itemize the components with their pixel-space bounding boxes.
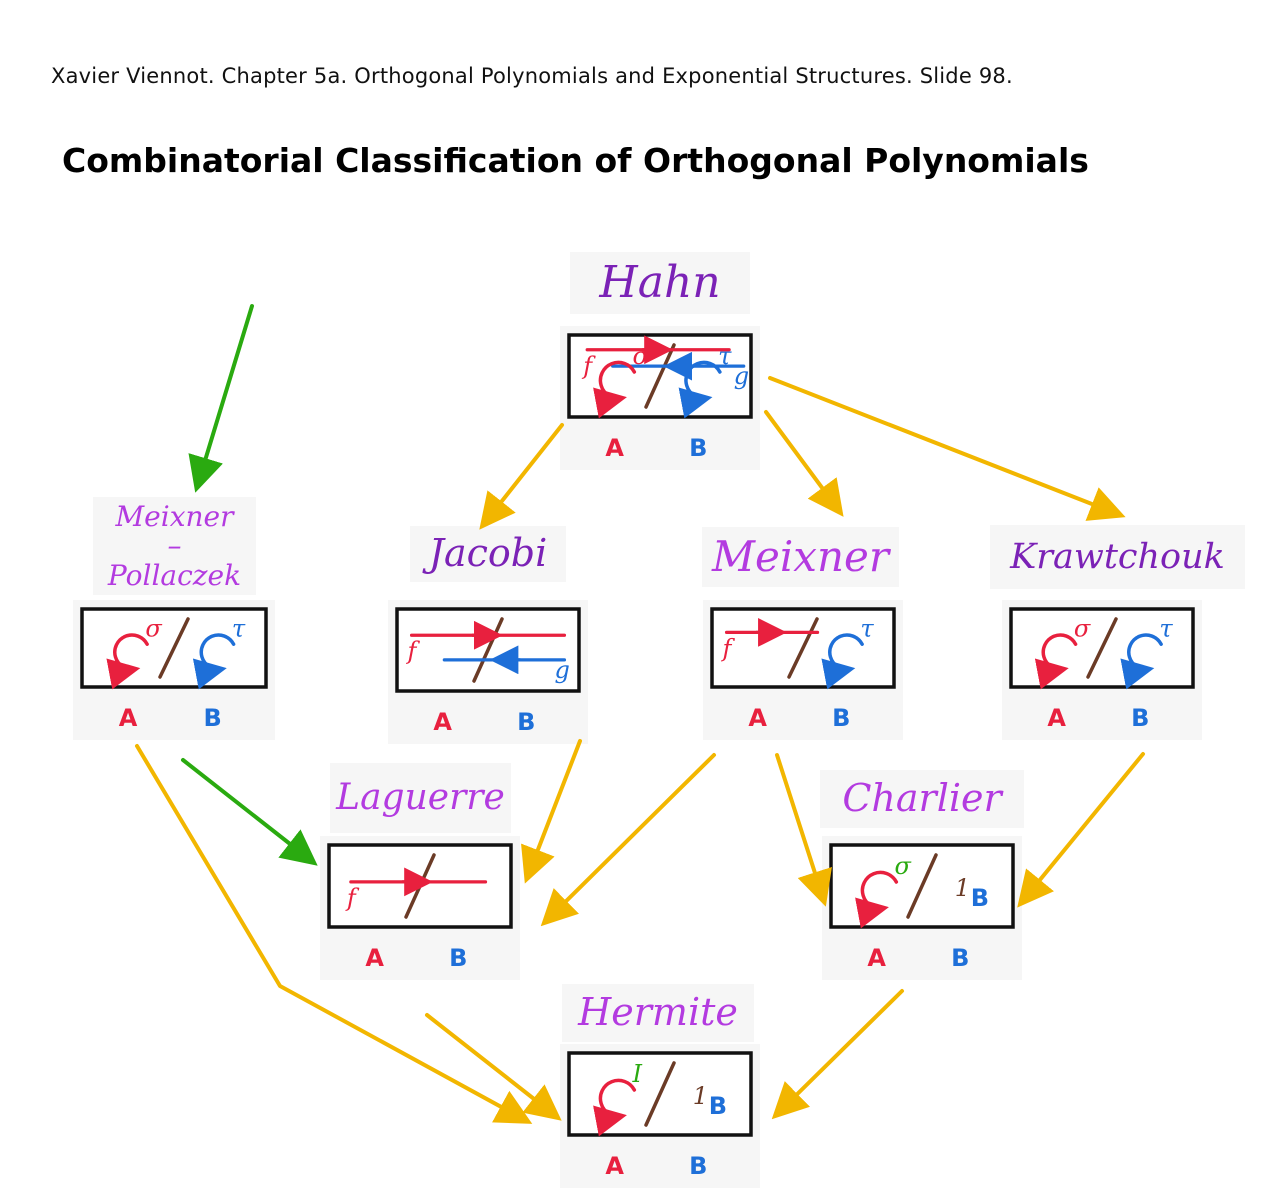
arrow-hahn-to-krawtchouk: [768, 376, 1126, 521]
arrow-jacobi-to-laguerre: [521, 739, 582, 884]
box-meixner-label-b: B: [832, 704, 850, 732]
box-meixner-pollaczek-label-a: A: [119, 704, 138, 732]
box-hahn-loop-left: [593, 360, 637, 419]
arrow-to-meixner-pollaczek: [188, 304, 254, 493]
box-meixner-separator: [787, 617, 819, 679]
family-meixner-pollaczek: Meixner – Pollaczek: [93, 497, 256, 595]
family-meixner-pollaczek-dash: –: [167, 529, 182, 563]
box-hermite-label-a: A: [605, 1152, 624, 1180]
box-krawtchouk-label-b: B: [1131, 704, 1149, 732]
box-laguerre-label-b: B: [449, 944, 467, 972]
box-hahn-label-a: A: [605, 434, 624, 462]
box-krawtchouk-separator: [1086, 617, 1118, 679]
box-hermite-one: 1: [693, 1082, 708, 1110]
family-hahn: Hahn: [570, 252, 750, 314]
family-meixner: Meixner: [702, 527, 899, 587]
box-hahn-loop-label-left: σ: [633, 342, 650, 370]
family-laguerre: Laguerre: [330, 763, 511, 833]
box-hermite-loop-label-left: I: [632, 1060, 643, 1088]
box-hermite-label-b: B: [689, 1152, 707, 1180]
box-jacobi-symbol-g: g: [554, 656, 569, 684]
arrow-krawtchouk-to-charlier: [1017, 752, 1145, 908]
box-krawtchouk-loop-label-left: σ: [1074, 614, 1091, 642]
box-laguerre-label-a: A: [365, 944, 384, 972]
box-charlier-loop-label-left: σ: [895, 852, 912, 880]
arrow-hahn-to-meixner: [764, 410, 844, 517]
box-hahn-label-b: B: [689, 434, 707, 462]
box-meixner-pollaczek-loop-right: [192, 633, 236, 690]
box-hahn-loop-right: [678, 360, 722, 419]
box-hahn-loop-label-right: τ: [718, 342, 732, 370]
box-charlier-separator: [906, 853, 938, 919]
family-jacobi: Jacobi: [410, 526, 566, 582]
box-charlier-label-a: A: [867, 944, 886, 972]
box-charlier-one-sub: B: [971, 884, 989, 912]
arrow-meixner-pollaczek-to-laguerre: [181, 758, 318, 866]
box-jacobi-label-a: A: [433, 708, 452, 736]
box-meixner-pollaczek-loop-left: [106, 633, 149, 690]
box-meixner-label-a: A: [748, 704, 767, 732]
box-meixner-loop-label-right: τ: [860, 614, 874, 642]
box-charlier-loop-left: [855, 870, 899, 929]
box-meixner-pollaczek: A Bσ τ: [73, 600, 275, 740]
arrow-meixner-pollaczek-to-hermite: [135, 744, 533, 1124]
box-charlier-label-b: B: [951, 944, 969, 972]
box-krawtchouk-loop-label-right: τ: [1159, 614, 1173, 642]
family-hermite: Hermite: [562, 984, 754, 1042]
box-krawtchouk-loop-right: [1120, 633, 1163, 690]
arrow-meixner-to-charlier: [775, 753, 832, 907]
box-meixner-pollaczek-loop-label-left: σ: [145, 614, 162, 642]
family-charlier: Charlier: [820, 770, 1024, 828]
arrow-meixner-to-laguerre: [540, 753, 716, 927]
slide-header: Xavier Viennot. Chapter 5a. Orthogonal P…: [51, 64, 1013, 88]
box-charlier-one: 1: [955, 874, 970, 902]
box-krawtchouk: A Bσ τ: [1002, 600, 1202, 740]
box-meixner-pollaczek-label-b: B: [203, 704, 221, 732]
page-title: Combinatorial Classification of Orthogon…: [62, 141, 1089, 180]
box-hahn-symbol-g: g: [734, 362, 749, 390]
family-meixner-pollaczek-line2: Pollaczek: [107, 558, 242, 592]
box-hermite-loop-left: [593, 1078, 637, 1137]
arrow-charlier-to-hermite: [771, 989, 904, 1120]
box-jacobi-label-b: B: [517, 708, 535, 736]
box-meixner-loop-right: [821, 633, 864, 690]
box-meixner-pollaczek-separator: [158, 617, 190, 679]
family-meixner-pollaczek-line1: Meixner: [115, 499, 234, 533]
box-meixner-pollaczek-loop-label-right: τ: [232, 614, 246, 642]
family-krawtchouk: Krawtchouk: [990, 525, 1245, 589]
box-krawtchouk-label-a: A: [1047, 704, 1066, 732]
box-hermite-separator: [644, 1061, 676, 1127]
box-hermite-one-sub: B: [709, 1092, 727, 1120]
arrow-hahn-to-jacobi: [479, 423, 564, 530]
box-krawtchouk-loop-left: [1034, 633, 1078, 690]
arrow-laguerre-to-hermite: [425, 1013, 562, 1121]
